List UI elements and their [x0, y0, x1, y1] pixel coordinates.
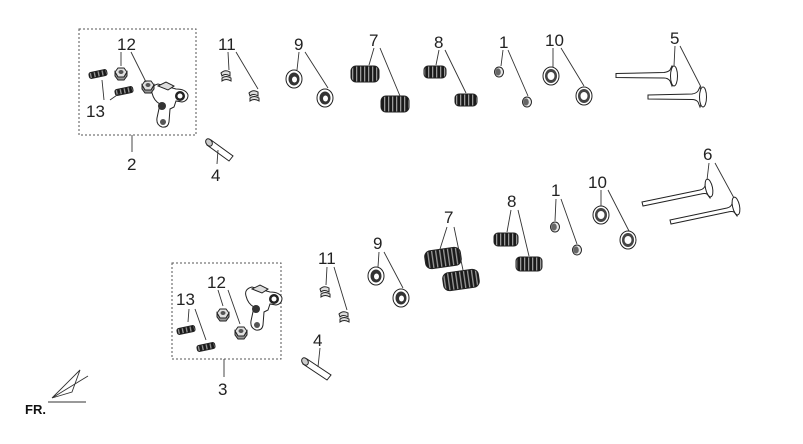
adjusting-screw-top-1: [88, 68, 108, 80]
adjusting-nut-bottom: [216, 308, 230, 322]
label-top-4: 4: [211, 166, 220, 185]
leader-top-8: [435, 49, 467, 94]
valve-spring-inner-bottom-2: [515, 256, 543, 272]
valve-top-1: [615, 64, 678, 88]
valve-spring-inner-top-1: [423, 65, 447, 79]
label-bottom-13: 13: [176, 290, 195, 309]
valve-spring-outer-top-1: [350, 65, 380, 83]
leader-top-5: [673, 45, 702, 88]
label-bottom-6: 6: [703, 145, 712, 164]
label-bottom-1: 1: [551, 181, 560, 200]
spring-retainer-bottom-1: [367, 266, 385, 286]
adjusting-screw-bottom-2: [196, 341, 216, 353]
label-bottom-4: 4: [313, 331, 322, 350]
adjusting-nut-top: [114, 67, 128, 81]
valve-top-2: [647, 85, 707, 109]
spring-retainer-top-1: [285, 69, 303, 89]
label-bottom-11: 11: [318, 249, 336, 268]
rocker-arm-top: [151, 81, 189, 128]
leader-bottom-10: [600, 189, 630, 232]
leader-bottom-7: [439, 226, 464, 271]
label-top-13: 13: [86, 102, 105, 121]
leader-top-1: [500, 49, 529, 97]
leader-bottom-12: [217, 289, 241, 325]
valve-spring-inner-bottom-1: [493, 232, 519, 247]
label-top-12: 12: [117, 35, 136, 54]
leader-top-11: [227, 51, 259, 90]
rocker-shaft-top: [205, 138, 234, 162]
label-bottom-8: 8: [507, 192, 516, 211]
valve-cotter-bottom-2: [338, 311, 350, 323]
label-top-5: 5: [670, 29, 679, 48]
valve-shim-bottom-1: [550, 221, 560, 233]
leader-bottom-8: [506, 209, 530, 257]
label-top-11: 11: [218, 35, 236, 54]
label-top-10: 10: [545, 31, 564, 50]
front-direction-arrow: [48, 369, 89, 403]
label-bottom-3: 3: [218, 380, 227, 399]
label-bottom-9: 9: [373, 234, 382, 253]
label-bottom-7: 7: [444, 208, 453, 227]
leader-top-4: [216, 149, 219, 165]
valve-stem-seal-top-1: [542, 66, 560, 86]
label-top-8: 8: [434, 33, 443, 52]
rocker-shaft-bottom: [301, 357, 332, 381]
valve-bottom-2: [669, 196, 741, 225]
leader-top-7: [368, 47, 401, 97]
valve-stem-seal-top-2: [575, 86, 593, 106]
valve-cotter-bottom-1: [319, 286, 331, 298]
adjusting-nut-top-2: [141, 80, 155, 94]
leader-bottom-13: [187, 308, 207, 341]
spring-retainer-bottom-2: [392, 288, 410, 308]
label-bottom-10: 10: [588, 173, 607, 192]
leader-top-10: [552, 47, 585, 87]
front-direction-label: FR.: [25, 402, 46, 417]
valve-spring-outer-bottom-2: [442, 268, 480, 292]
valve-stem-seal-bottom-2: [619, 230, 637, 250]
valve-shim-top-1: [494, 66, 504, 78]
valve-spring-outer-bottom-1: [424, 246, 462, 270]
valve-cotter-top-1: [220, 70, 232, 82]
valve-spring-outer-top-2: [380, 95, 410, 113]
valve-spring-inner-top-2: [454, 93, 478, 107]
leader-bottom-11: [325, 266, 348, 311]
label-top-1: 1: [499, 33, 508, 52]
adjusting-screw-bottom-1: [176, 324, 196, 336]
leader-top-13: [101, 79, 121, 101]
valve-shim-top-2: [522, 96, 532, 108]
leader-top-12: [120, 51, 147, 83]
rocker-arm-box-top: [78, 28, 197, 136]
leader-bottom-4: [317, 347, 321, 368]
valve-stem-seal-bottom-1: [592, 205, 610, 225]
rocker-arm-bottom: [245, 284, 283, 331]
valve-shim-bottom-2: [572, 244, 582, 256]
spring-retainer-top-2: [316, 88, 334, 108]
leader-bottom-6: [706, 162, 735, 199]
leader-bottom-9: [377, 251, 404, 289]
label-top-7: 7: [369, 31, 378, 50]
leader-top-9: [296, 51, 329, 89]
label-top-2: 2: [127, 155, 136, 174]
valve-cotter-top-2: [248, 90, 260, 102]
valve-bottom-1: [641, 178, 714, 207]
rocker-arm-box-bottom: [171, 262, 282, 360]
adjusting-nut-bottom-2: [234, 326, 248, 340]
label-top-9: 9: [294, 35, 303, 54]
label-bottom-12: 12: [207, 273, 226, 292]
leader-bottom-1: [554, 198, 578, 245]
